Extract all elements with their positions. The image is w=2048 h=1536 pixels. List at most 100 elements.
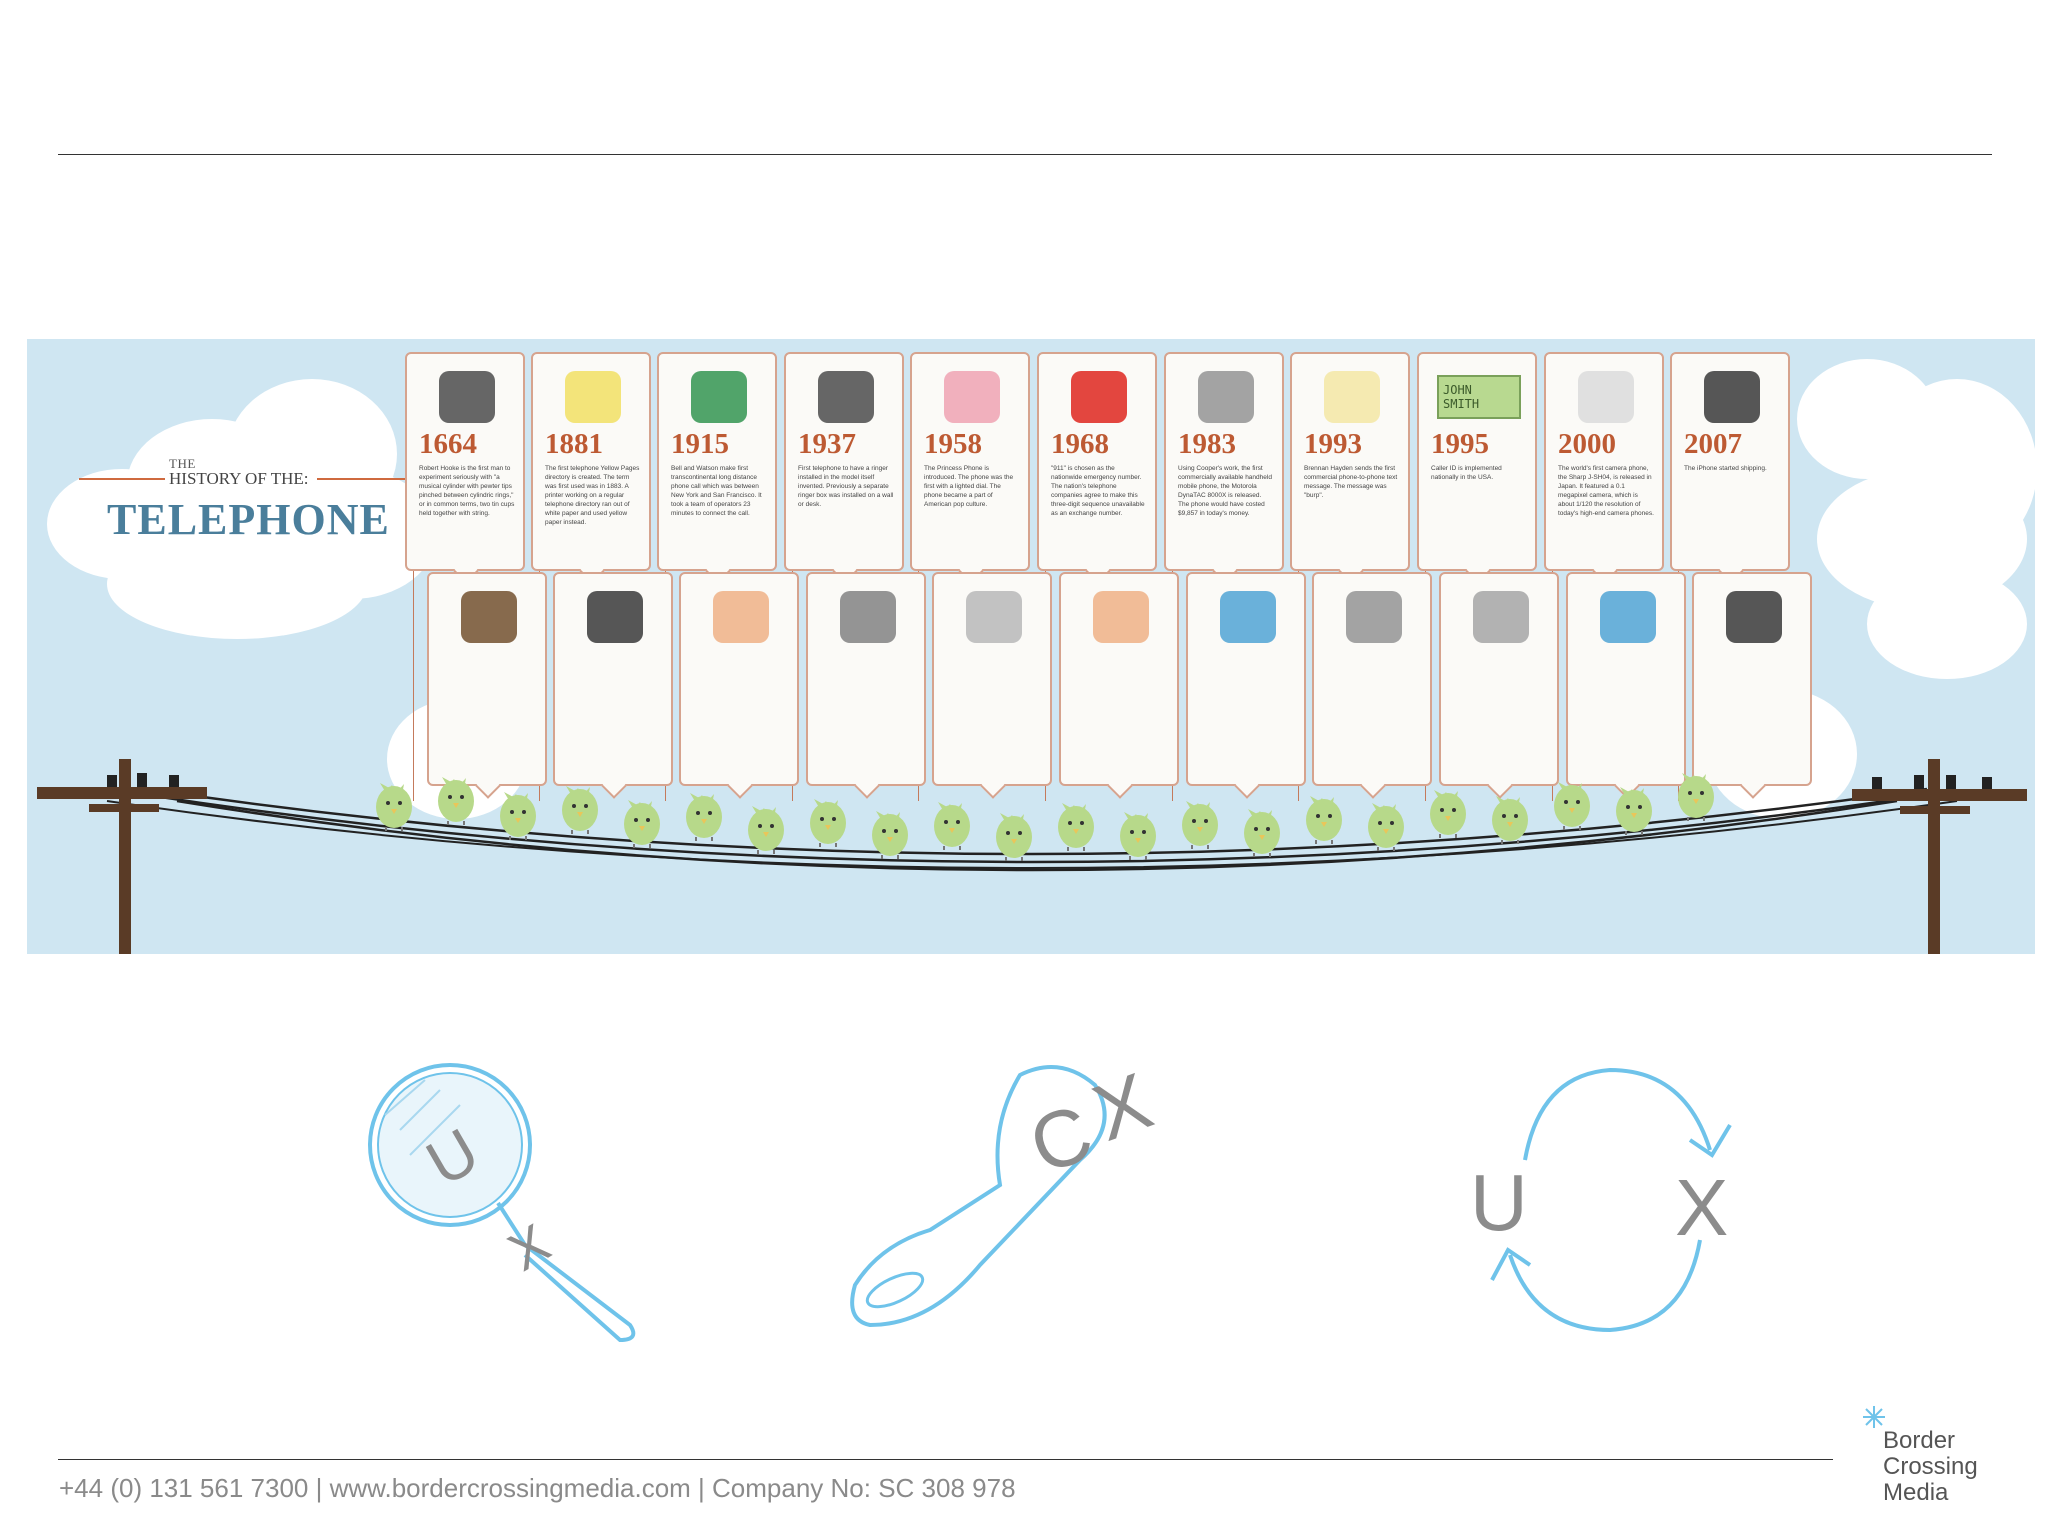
communicator-icon (1459, 580, 1543, 654)
tin-can-phone-icon (425, 360, 509, 434)
bird-icon (624, 800, 660, 848)
card-year: 1968 (1051, 428, 1109, 460)
infographic-title: THE HISTORY OF THE: TELEPHONE (79, 456, 409, 556)
timeline-card-1963 (932, 572, 1052, 799)
title-big: TELEPHONE (107, 495, 390, 544)
cycle-x-letter: X (1675, 1163, 1728, 1252)
bird-icon (810, 799, 846, 847)
spoon-c-letter: C (1019, 1087, 1104, 1190)
card-description: Brennan Hayden sends the first commercia… (1304, 465, 1398, 499)
timeline-card-2003 (1566, 572, 1686, 799)
card-description: "911" is chosen as the nationwide emerge… (1051, 465, 1145, 517)
head-measure-icon (699, 580, 783, 654)
spoon-cx-icon: C X (850, 1056, 1163, 1328)
bird-icon (438, 777, 474, 825)
logo-line-border: Border (1883, 1427, 1956, 1454)
siren-icon (1057, 360, 1141, 434)
timeline-card-1956 (806, 572, 926, 799)
left-utility-pole (37, 759, 207, 954)
timeline-card-1905 (553, 572, 673, 799)
cloud (1867, 569, 2027, 679)
card-year: 1958 (924, 428, 982, 460)
card-year: 1881 (545, 428, 603, 460)
footer-contact: +44 (0) 131 561 7300 | www.bordercrossin… (59, 1473, 1016, 1503)
card-description: The Princess Phone is introduced. The ph… (924, 465, 1014, 508)
card-description: The world's first camera phone, the Shar… (1558, 465, 1654, 517)
card-year: 1937 (798, 428, 856, 460)
card-year: 1915 (671, 428, 729, 460)
card-description: The first telephone Yellow Pages directo… (545, 465, 640, 526)
card-description: First telephone to have a ringer install… (798, 465, 894, 508)
iphone-icon (1690, 360, 1774, 434)
bird-icon (376, 783, 412, 831)
card-year: 1983 (1178, 428, 1236, 460)
princess-phone-icon (930, 360, 1014, 434)
bird-icon (1368, 803, 1404, 851)
bird-icon (872, 811, 908, 859)
caller-id-icon: JOHN SMITH (1437, 360, 1521, 434)
timeline-card-1876 (427, 572, 547, 799)
card-year: 1664 (419, 428, 477, 460)
timeline-card-1973 (1059, 572, 1179, 799)
border-crossing-logo-icon (1863, 1406, 1885, 1428)
title-the: THE (169, 456, 196, 471)
bird-icon (562, 786, 598, 834)
smart-phone-icon (1332, 580, 1416, 654)
title-rule (317, 478, 409, 480)
bird-icon (1616, 787, 1652, 835)
bird-icon (1430, 790, 1466, 838)
magnifier-x-letter: X (499, 1213, 560, 1283)
bird-icon (1120, 812, 1156, 860)
bird-icon (1678, 773, 1714, 821)
ethernet-cable-icon (1206, 580, 1290, 654)
bird-icon (996, 813, 1032, 861)
android-phone-icon (1712, 580, 1796, 654)
timeline-card-1990 (1186, 572, 1306, 799)
magnifier-ux-icon: U X (368, 1063, 636, 1343)
title-rule (79, 478, 165, 480)
card-year: 2000 (1558, 428, 1616, 460)
caller-id-text: JOHN SMITH (1437, 375, 1521, 419)
logo-line-crossing: Crossing (1883, 1453, 1978, 1480)
cycle-ux-icon: U X (1470, 1067, 1732, 1333)
brick-phone-icon (1184, 360, 1268, 434)
hanging-string (413, 571, 414, 801)
bird-icon (1492, 796, 1528, 844)
right-utility-pole (1852, 759, 2027, 954)
card-description: The iPhone started shipping. (1684, 465, 1767, 472)
candlestick-phone-icon (573, 580, 657, 654)
card-description: Robert Hooke is the first man to experim… (419, 465, 515, 517)
bird-icon (500, 792, 536, 840)
mobile-phone-box-icon (826, 580, 910, 654)
timeline-card-1996 (1439, 572, 1559, 799)
power-lines (106, 787, 1958, 872)
bell-telephone-icon (447, 580, 531, 654)
bird-icon (1554, 782, 1590, 830)
cloud (107, 529, 367, 639)
logo-text: Border Crossing Media (1883, 1428, 1978, 1506)
title-small: HISTORY OF THE: (169, 469, 309, 488)
card-year: 1995 (1431, 428, 1489, 460)
footer-rule (58, 1459, 1833, 1460)
card-year: 1993 (1304, 428, 1362, 460)
bird-icon (1244, 809, 1280, 857)
envelope-icon (1310, 360, 1394, 434)
cell-phone-hand-icon (1079, 580, 1163, 654)
logo-line-media: Media (1883, 1479, 1949, 1506)
top-rule (58, 154, 1992, 155)
card-description: Bell and Watson make first transcontinen… (671, 465, 762, 517)
bird-icon (748, 806, 784, 854)
timeline-card-1919 (679, 572, 799, 799)
timeline-card-2008 (1692, 572, 1812, 799)
rotary-phone-icon (804, 360, 888, 434)
keypad-icon (952, 580, 1036, 654)
